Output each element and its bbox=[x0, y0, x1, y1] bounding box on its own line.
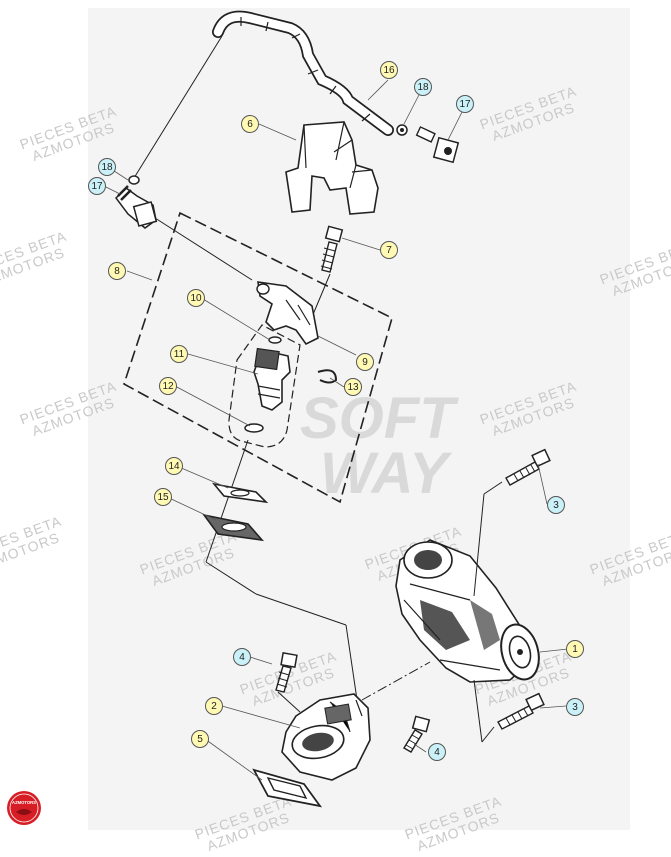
parts-drawing: SOFT WAY bbox=[103, 10, 569, 808]
fuel-hose bbox=[212, 10, 394, 136]
fuel-injector bbox=[253, 347, 291, 411]
callout-12: 12 bbox=[159, 377, 177, 395]
quick-connector-left bbox=[115, 185, 158, 229]
intake-gasket-5 bbox=[252, 768, 323, 808]
callout-3-upper: 3 bbox=[547, 496, 565, 514]
diagram-panel bbox=[88, 8, 630, 830]
spacer-15 bbox=[202, 513, 265, 542]
leader-lines bbox=[103, 79, 569, 781]
svg-text:WAY: WAY bbox=[320, 441, 453, 506]
callout-16: 16 bbox=[380, 61, 398, 79]
svg-text:SOFT: SOFT bbox=[300, 386, 459, 451]
injector-assembly-box bbox=[123, 211, 393, 504]
injector-cover bbox=[285, 121, 379, 215]
intake-manifold bbox=[281, 693, 371, 781]
callout-6: 6 bbox=[241, 115, 259, 133]
callout-5: 5 bbox=[191, 730, 209, 748]
fuel-rail bbox=[256, 281, 319, 346]
svg-text:AZMOTORS: AZMOTORS bbox=[12, 800, 36, 805]
bolt-7 bbox=[320, 225, 344, 273]
callout-17-left: 17 bbox=[88, 177, 106, 195]
softway-watermark: SOFT WAY bbox=[300, 386, 459, 506]
hose-clip bbox=[396, 124, 408, 136]
bolt-4-left bbox=[275, 652, 298, 693]
quick-connector bbox=[415, 126, 460, 164]
callout-3-lower: 3 bbox=[566, 698, 584, 716]
gasket-14 bbox=[211, 482, 269, 504]
azmotors-logo: AZMOTORS bbox=[7, 791, 41, 825]
callout-18-right: 18 bbox=[414, 78, 432, 96]
callout-14: 14 bbox=[165, 457, 183, 475]
callout-1: 1 bbox=[566, 640, 584, 658]
callout-10: 10 bbox=[187, 289, 205, 307]
injector-clip bbox=[317, 369, 338, 384]
callout-4-right: 4 bbox=[428, 743, 446, 761]
throttle-body bbox=[395, 539, 540, 683]
bolt-3-lower bbox=[497, 692, 545, 730]
callout-15: 15 bbox=[154, 488, 172, 506]
callout-17-right: 17 bbox=[456, 95, 474, 113]
o-ring-10 bbox=[268, 336, 282, 344]
injector-sub-box bbox=[228, 324, 301, 448]
callout-7: 7 bbox=[380, 241, 398, 259]
callout-4-left: 4 bbox=[233, 648, 251, 666]
bolt-3-upper bbox=[505, 448, 551, 486]
callout-11: 11 bbox=[170, 345, 188, 363]
callout-13: 13 bbox=[344, 378, 362, 396]
hose-clip-left bbox=[128, 175, 140, 185]
callout-18-left: 18 bbox=[98, 158, 116, 176]
callout-8: 8 bbox=[108, 262, 126, 280]
callout-2: 2 bbox=[205, 697, 223, 715]
bolt-4-right bbox=[403, 715, 431, 753]
callout-9: 9 bbox=[356, 353, 374, 371]
